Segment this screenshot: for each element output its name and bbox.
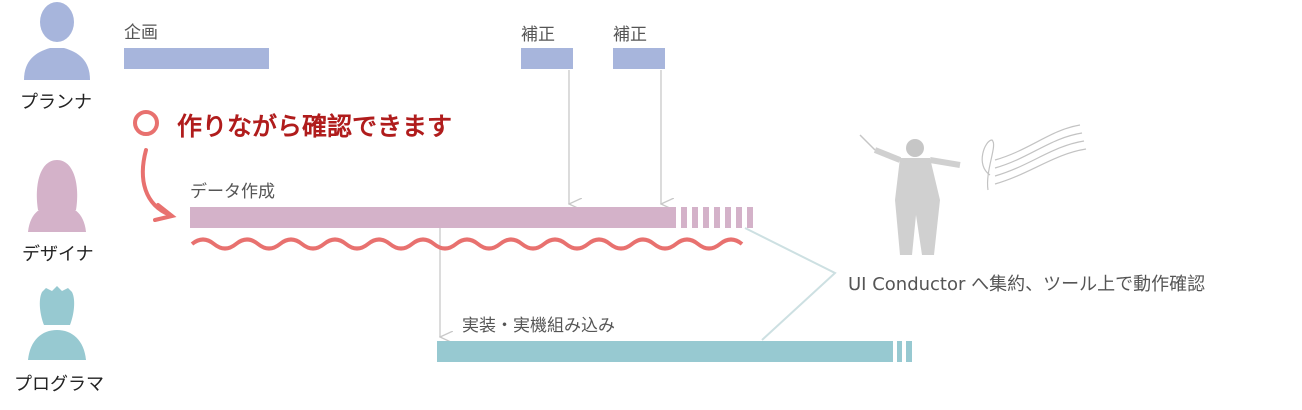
conductor-illustration xyxy=(859,134,961,255)
data-creation-bar xyxy=(190,207,676,228)
task-label-correction-2: 補正 xyxy=(613,25,647,45)
planner-avatar-icon xyxy=(24,2,90,80)
task-label-data-creation: データ作成 xyxy=(190,182,275,202)
correction-bar-1 xyxy=(521,48,573,69)
conductor-note: UI Conductor へ集約、ツール上で動作確認 xyxy=(848,274,1206,295)
task-label-implementation: 実装・実機組み込み xyxy=(462,316,615,336)
correction-bar-2 xyxy=(613,48,665,69)
designer-avatar-icon xyxy=(28,160,86,232)
headline: 作りながら確認できます xyxy=(177,112,453,141)
implementation-bar xyxy=(437,341,893,362)
curved-arrow-icon xyxy=(140,148,172,217)
role-label-planner: プランナ xyxy=(20,92,92,113)
music-notes-icon xyxy=(981,124,1087,191)
wavy-underline xyxy=(190,237,744,251)
task-label-planning: 企画 xyxy=(124,23,158,43)
planning-bar xyxy=(124,48,269,69)
role-label-designer: デザイナ xyxy=(22,244,94,265)
role-label-programmer: プログラマ xyxy=(14,374,104,395)
conductor-connector xyxy=(744,227,837,341)
programmer-bar-stripes xyxy=(897,341,912,362)
task-label-correction-1: 補正 xyxy=(521,25,555,45)
programmer-avatar-icon xyxy=(28,286,86,360)
designer-bar-stripes xyxy=(681,207,753,228)
ok-circle-icon xyxy=(133,110,159,136)
